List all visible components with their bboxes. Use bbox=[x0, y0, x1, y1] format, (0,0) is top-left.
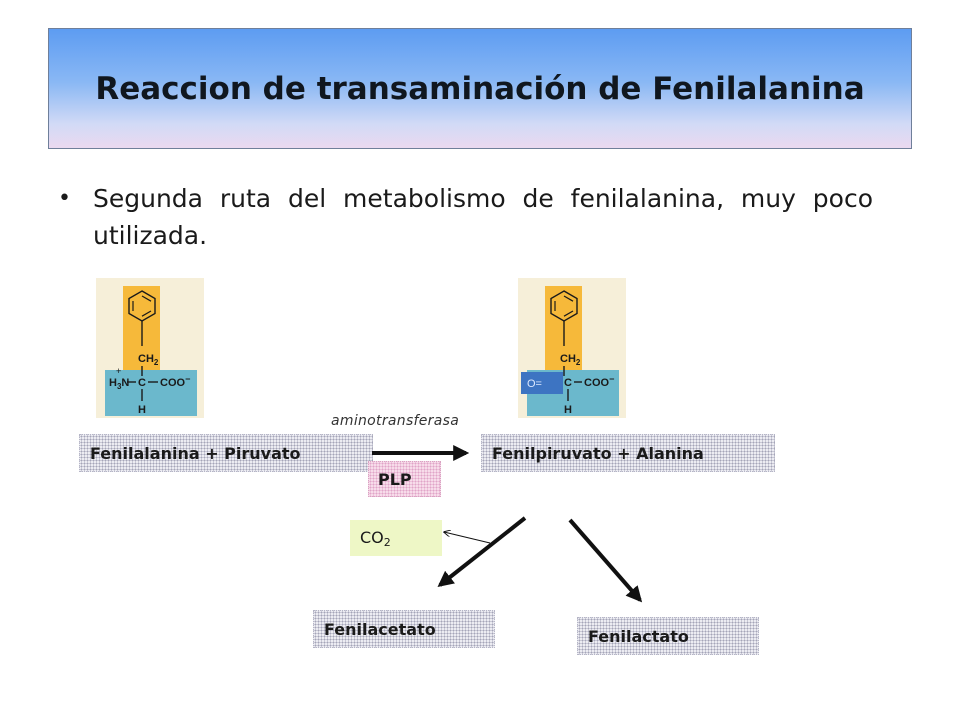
oxo-label: O= bbox=[527, 378, 542, 390]
hydrogen-label: H bbox=[138, 404, 146, 416]
page-title: Reaccion de transaminación de Fenilalani… bbox=[95, 70, 865, 107]
alpha-carbon-label: C bbox=[138, 377, 146, 389]
products-label: Fenilpiruvato + Alanina bbox=[492, 443, 704, 463]
fenilactato-label: Fenilactato bbox=[588, 626, 689, 646]
substrates-box: Fenilalanina + Piruvato bbox=[79, 434, 373, 472]
amine-charge: + bbox=[116, 366, 121, 376]
title-banner: Reaccion de transaminación de Fenilalani… bbox=[48, 28, 912, 149]
ch2-label: CH2 bbox=[138, 353, 159, 367]
fenilacetato-label: Fenilacetato bbox=[324, 619, 436, 639]
oxo-group-highlight bbox=[521, 372, 563, 394]
alpha-carbon-label: C bbox=[564, 377, 572, 389]
amine-label: H3N bbox=[109, 377, 129, 391]
co2-label: CO2 bbox=[360, 527, 391, 549]
phenylalanine-structure: CH2 + H3N C COO− H bbox=[96, 278, 204, 418]
substrates-label: Fenilalanina + Piruvato bbox=[90, 443, 301, 463]
ch2-label: CH2 bbox=[560, 353, 581, 367]
hydrogen-label: H bbox=[564, 404, 572, 416]
fenilacetato-arrow bbox=[437, 516, 527, 587]
fenilactato-box: Fenilactato bbox=[577, 617, 759, 655]
carboxylate-label: COO− bbox=[584, 374, 614, 389]
cofactor-label: PLP bbox=[378, 469, 412, 489]
co2-release-arrow bbox=[444, 532, 491, 544]
co2-box: CO2 bbox=[350, 520, 442, 556]
fenilactato-arrow bbox=[568, 518, 643, 603]
enzyme-label: aminotransferasa bbox=[331, 413, 460, 429]
phenylpyruvate-structure: CH2 O= C COO− H bbox=[518, 278, 626, 418]
products-box: Fenilpiruvato + Alanina bbox=[481, 434, 775, 472]
bullet-marker: • bbox=[58, 186, 71, 211]
carboxylate-label: COO− bbox=[160, 374, 190, 389]
cofactor-box: PLP bbox=[368, 461, 441, 497]
bullet-text: Segunda ruta del metabolismo de fenilala… bbox=[93, 184, 873, 250]
fenilacetato-box: Fenilacetato bbox=[313, 610, 495, 648]
